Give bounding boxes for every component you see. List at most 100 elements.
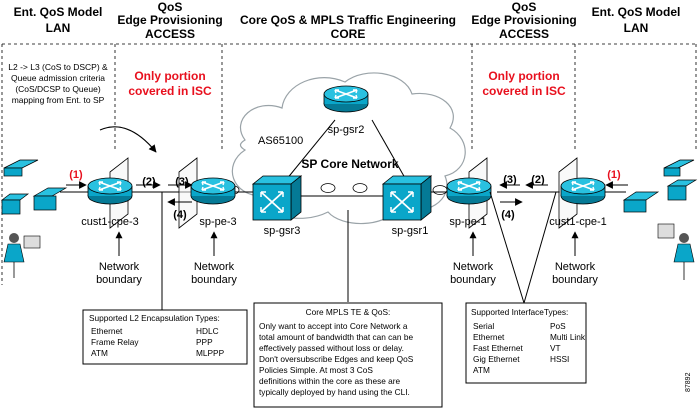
svg-text:boundary: boundary [96, 274, 142, 286]
device-labels: cust1-cpe-3 sp-pe-3 sp-gsr2 sp-gsr3 sp-g… [81, 124, 606, 237]
svg-text:mapping from Ent. to SP: mapping from Ent. to SP [12, 95, 105, 105]
boundary-left-1: Network boundary [96, 231, 142, 286]
ip-phone-icon [3, 167, 23, 177]
svg-text:boundary: boundary [552, 274, 598, 286]
label-sp-pe-1: sp-pe-1 [449, 216, 486, 228]
svg-text:(CoS/DCSP to Queue): (CoS/DCSP to Queue) [15, 84, 101, 94]
svg-text:total amount of bandwidth that: total amount of bandwidth that can can b… [259, 332, 413, 342]
boundary-left-2: Network boundary [191, 231, 237, 286]
region-headers: Ent. QoS Model LAN QoS Edge Provisioning… [14, 0, 681, 41]
svg-text:definitions within the core as: definitions within the core as these are [259, 376, 401, 386]
svg-text:Frame Relay: Frame Relay [91, 337, 139, 347]
enterprise-devices-right [622, 159, 698, 280]
svg-text:covered in ISC: covered in ISC [482, 84, 566, 98]
router-pe-right-icon [446, 177, 492, 205]
svg-text:HSSI: HSSI [550, 354, 569, 364]
svg-text:boundary: boundary [191, 274, 237, 286]
label-sp-gsr3: sp-gsr3 [264, 225, 301, 237]
svg-text:PPP: PPP [196, 337, 213, 347]
step-2-left: (2) [142, 176, 156, 188]
svg-text:Only portion: Only portion [134, 69, 205, 83]
svg-text:Gig Ethernet: Gig Ethernet [473, 354, 520, 364]
router-gsr2-icon [323, 85, 369, 113]
svg-text:Don't oversubscribe Edges and: Don't oversubscribe Edges and keep QoS [259, 354, 414, 364]
router-cust-right-icon [560, 177, 606, 205]
step-1-right: (1) [607, 169, 621, 181]
server-icon [1, 199, 21, 215]
svg-text:Serial: Serial [473, 321, 494, 331]
svg-text:L2 -> L3 (CoS to DSCP) &: L2 -> L3 (CoS to DSCP) & [8, 62, 108, 72]
switch-gsr1-icon [382, 175, 432, 221]
header-ent-left-line2: LAN [46, 21, 71, 35]
svg-text:effectively passed without los: effectively passed without loss or delay… [259, 343, 404, 353]
svg-text:MLPPP: MLPPP [196, 348, 225, 358]
header-core-line2: CORE [331, 27, 366, 41]
svg-text:Ethernet: Ethernet [473, 332, 505, 342]
header-ent-right-line2: LAN [624, 21, 649, 35]
header-qos-right-line1: QoS [512, 0, 537, 14]
server-icon [667, 185, 687, 201]
svg-text:HDLC: HDLC [196, 326, 219, 336]
svg-text:PoS: PoS [550, 321, 566, 331]
mapping-curve-arrow [99, 126, 157, 153]
header-core-line1: Core QoS & MPLS Traffic Engineering [240, 13, 456, 27]
region-separators [1, 43, 697, 285]
l2-encapsulation-box: Supported L2 Encapsulation Types: Ethern… [82, 309, 248, 365]
svg-text:Network: Network [194, 261, 235, 273]
user-icon [9, 233, 19, 243]
mapping-note: L2 -> L3 (CoS to DSCP) & Queue admission… [8, 62, 108, 105]
callout-lines [161, 191, 557, 310]
as-number-label: AS65100 [258, 135, 303, 147]
l2-box-title: Supported L2 Encapsulation Types: [89, 313, 220, 323]
svg-text:Network: Network [99, 261, 140, 273]
header-ent-left-line1: Ent. QoS Model [14, 5, 103, 19]
svg-text:Queue admission criteria: Queue admission criteria [11, 73, 105, 83]
sp-core-title: SP Core Network [301, 157, 398, 171]
label-cust1-cpe-3: cust1-cpe-3 [81, 216, 138, 228]
svg-text:covered in ISC: covered in ISC [128, 84, 212, 98]
svg-text:Network: Network [555, 261, 596, 273]
svg-text:Network: Network [453, 261, 494, 273]
header-qos-left-line2: Edge Provisioning [117, 13, 222, 27]
step-3-left: (3) [175, 176, 189, 188]
label-sp-gsr1: sp-gsr1 [392, 225, 429, 237]
label-sp-pe-3: sp-pe-3 [199, 216, 236, 228]
step-1-left: (1) [69, 169, 83, 181]
core-box-title: Core MPLS TE & QoS: [306, 307, 391, 317]
header-ent-right-line1: Ent. QoS Model [592, 5, 681, 19]
ip-phone-icon [663, 167, 681, 177]
svg-text:ATM: ATM [91, 348, 108, 358]
svg-text:Only portion: Only portion [488, 69, 559, 83]
step-labels: (1) (2) (3) (4) (3) (2) (4) (1) [69, 169, 621, 221]
interface-types-box: Supported InterfaceTypes: Serial Etherne… [465, 302, 587, 384]
switch-icon [33, 195, 57, 211]
figure-id: 87892 [685, 372, 692, 392]
enterprise-devices-left [0, 159, 68, 278]
router-cust-left-icon [87, 177, 133, 205]
label-sp-gsr2: sp-gsr2 [328, 124, 365, 136]
header-qos-right-line3: ACCESS [499, 27, 549, 41]
step-arrows [66, 181, 628, 206]
workstation-icon [23, 235, 41, 249]
if-box-title: Supported InterfaceTypes: [471, 307, 568, 317]
svg-text:Only want to accept into Core: Only want to accept into Core Network a [259, 321, 408, 331]
svg-text:typically deployed by hand usi: typically deployed by hand using the CLI… [259, 387, 410, 397]
boundary-right-1: Network boundary [450, 231, 496, 286]
header-qos-left-line1: QoS [158, 0, 183, 14]
boundary-right-2: Network boundary [552, 231, 598, 286]
isc-note-left: Only portion covered in ISC [128, 69, 212, 98]
core-mpls-box: Core MPLS TE & QoS: Only want to accept … [253, 302, 443, 408]
header-qos-right-line2: Edge Provisioning [471, 13, 576, 27]
svg-text:ATM: ATM [473, 365, 490, 375]
svg-text:Multi Link: Multi Link [550, 332, 586, 342]
label-cust1-cpe-1: cust1-cpe-1 [549, 216, 606, 228]
step-2-right: (2) [531, 174, 545, 186]
svg-text:boundary: boundary [450, 274, 496, 286]
switch-gsr3-icon [252, 175, 302, 221]
step-4-right: (4) [501, 209, 515, 221]
workstation-icon [657, 223, 675, 239]
switch-icon [623, 199, 647, 213]
router-pe-left-icon [190, 177, 236, 205]
